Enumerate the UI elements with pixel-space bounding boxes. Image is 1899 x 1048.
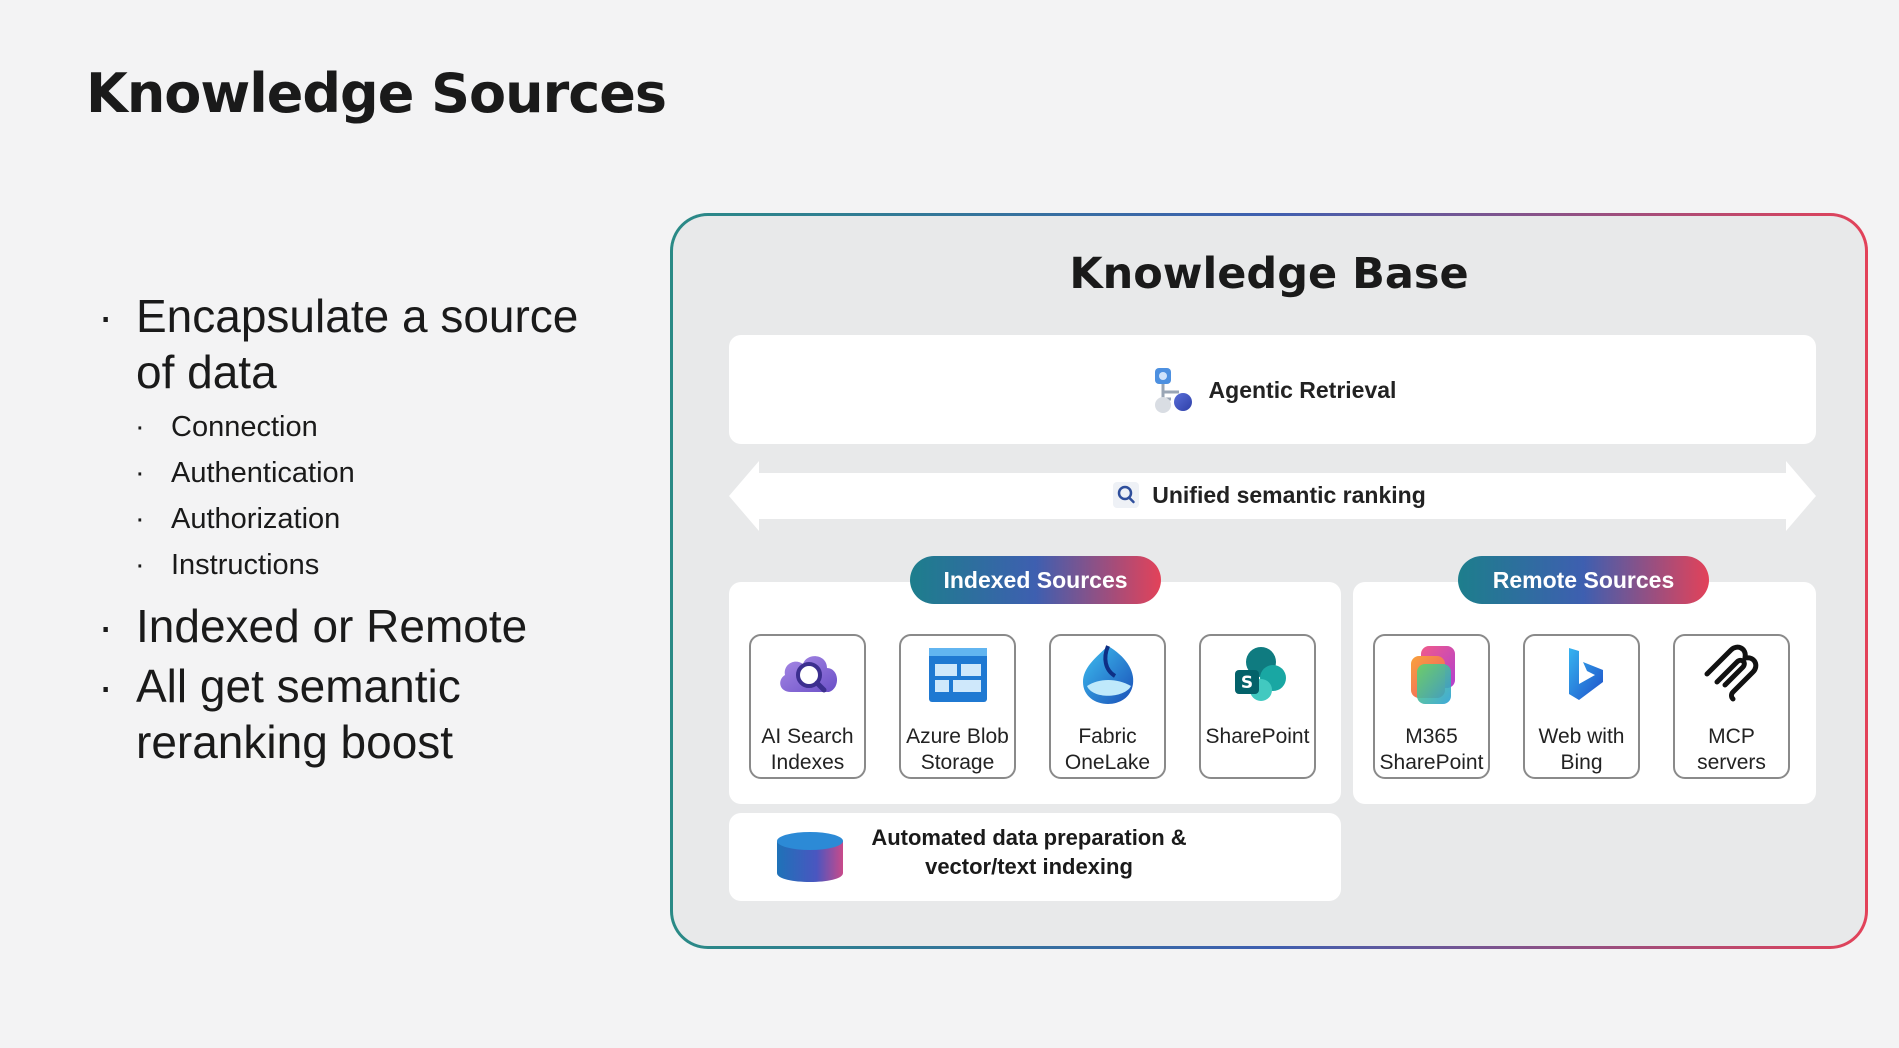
- onelake-icon: [1082, 645, 1133, 704]
- sharepoint-icon: S: [1234, 647, 1286, 701]
- data-preparation-label: Automated data preparation & vector/text…: [871, 825, 1187, 879]
- source-tile-m365: M365 SharePoint: [1373, 634, 1490, 779]
- indexed-sources-pill: Indexed Sources: [910, 556, 1161, 604]
- source-label-bing: Web with Bing: [1538, 725, 1625, 774]
- data-preparation-panel: Automated data preparation & vector/text…: [729, 813, 1341, 901]
- sub-bullet-authorization: Authorization: [98, 496, 618, 542]
- bullet-semantic-reranking: All get semantic reranking boost: [98, 658, 618, 770]
- agentic-retrieval-panel: Agentic Retrieval: [729, 335, 1816, 444]
- sub-bullet-list: Connection Authentication Authorization …: [98, 404, 618, 588]
- bullet-indexed-or-remote: Indexed or Remote: [98, 598, 618, 654]
- source-tile-sharepoint: S SharePoint: [1199, 634, 1316, 779]
- ranking-row: Unified semantic ranking: [673, 481, 1865, 509]
- knowledge-base-title: Knowledge Base: [1069, 249, 1469, 299]
- blob-storage-icon: [928, 648, 987, 702]
- agentic-retrieval-label: Agentic Retrieval: [1208, 376, 1397, 403]
- source-label-ai-search: AI Search Indexes: [761, 725, 854, 774]
- svg-text:S: S: [1240, 673, 1252, 693]
- remote-sources-pill: Remote Sources: [1458, 556, 1709, 604]
- bullet-encapsulate: Encapsulate a source of data: [98, 288, 618, 400]
- m365-icon: [1410, 646, 1455, 704]
- source-label-mcp: MCP servers: [1697, 725, 1766, 774]
- ai-search-icon: [779, 656, 837, 693]
- source-tile-azure-blob: Azure Blob Storage: [899, 634, 1016, 779]
- bullet-list: Encapsulate a source of data Connection …: [98, 288, 618, 774]
- source-label-sharepoint: SharePoint: [1205, 725, 1310, 748]
- search-icon: [1113, 482, 1140, 508]
- source-tile-onelake: Fabric OneLake: [1049, 634, 1166, 779]
- slide-title: Knowledge Sources: [86, 62, 667, 125]
- ranking-label: Unified semantic ranking: [1152, 481, 1426, 508]
- database-icon: [777, 832, 843, 882]
- sub-bullet-instructions: Instructions: [98, 542, 618, 588]
- source-tile-ai-search: AI Search Indexes: [749, 634, 866, 779]
- source-tile-mcp: MCP servers: [1673, 634, 1790, 779]
- ranking-arrow: [729, 461, 1816, 531]
- mcp-icon: [1704, 644, 1758, 702]
- knowledge-base-box: Knowledge Base Agentic Retrieval Unified…: [670, 213, 1868, 949]
- sub-bullet-connection: Connection: [98, 404, 618, 450]
- source-label-m365: M365 SharePoint: [1379, 725, 1484, 774]
- sub-bullet-authentication: Authentication: [98, 450, 618, 496]
- bing-icon: [1568, 648, 1603, 700]
- agentic-flow-icon: [1154, 368, 1192, 413]
- source-label-onelake: Fabric OneLake: [1064, 725, 1151, 774]
- source-label-azure-blob: Azure Blob Storage: [906, 725, 1009, 774]
- source-tile-bing: Web with Bing: [1523, 634, 1640, 779]
